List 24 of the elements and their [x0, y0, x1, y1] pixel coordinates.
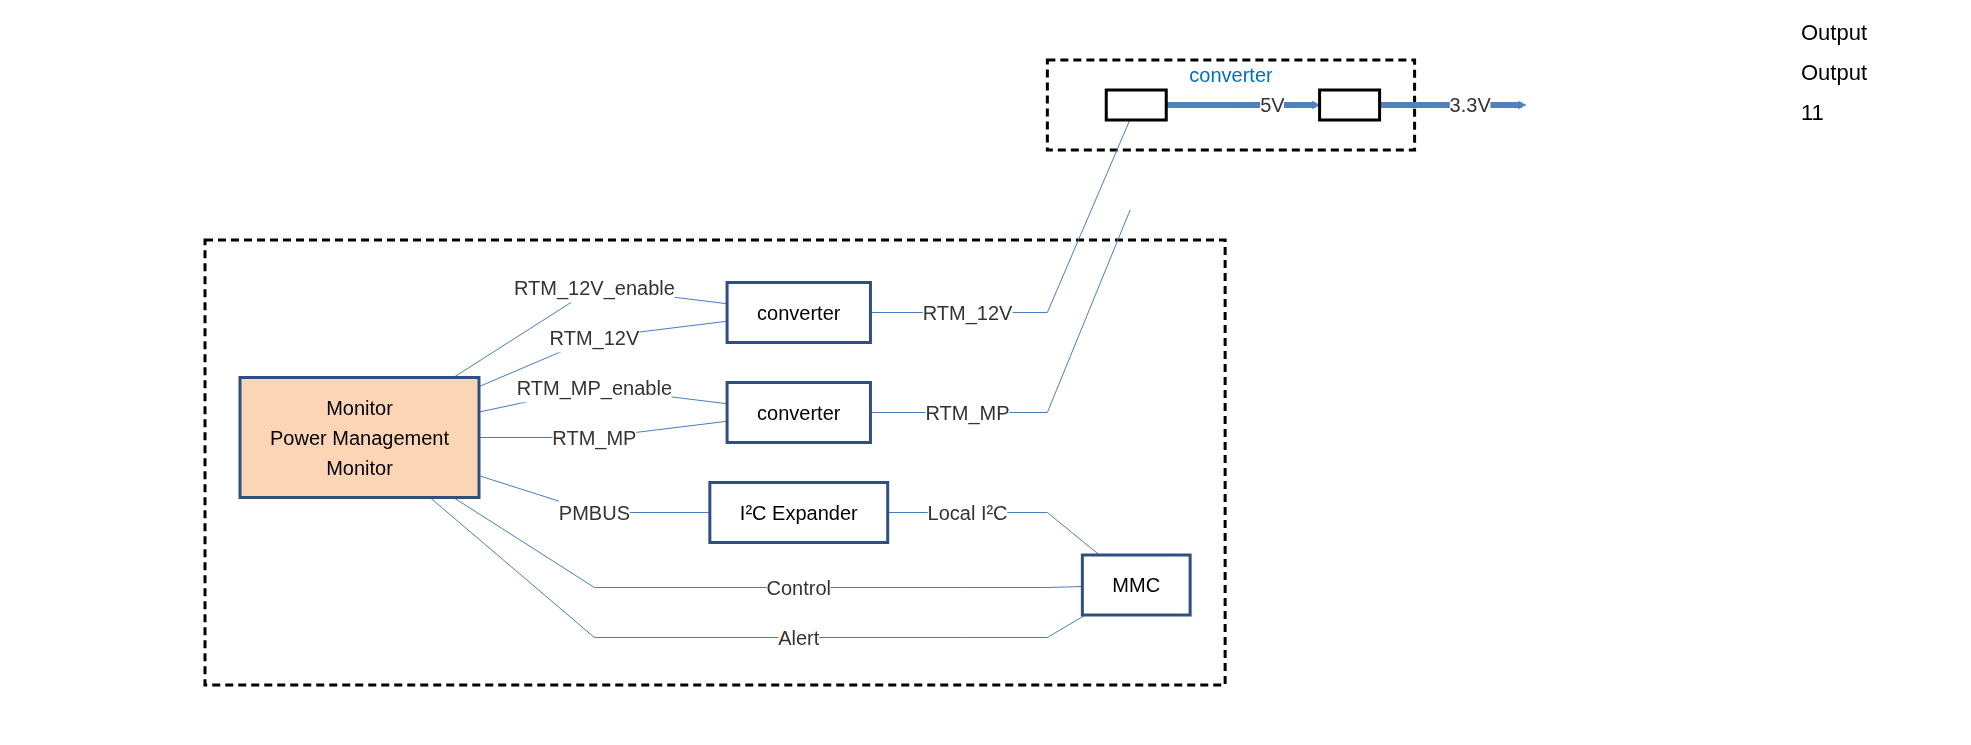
edge-label: RTM_12V: [549, 326, 640, 349]
edge-label: 3.3V: [1449, 94, 1491, 116]
note-label: Output: [1801, 60, 1869, 86]
connector: [870, 209, 1131, 413]
node-box: [1104, 88, 1168, 122]
edge-label: RTM_MP_enable: [516, 376, 673, 399]
edge-label: 5V: [1260, 94, 1285, 116]
edge-label: RTM_12V_enable: [514, 276, 675, 299]
edge-label: PMBUS: [558, 501, 631, 524]
node-box: converter: [725, 381, 873, 444]
cluster: [203, 238, 1227, 687]
edge-label: Local I²C: [927, 501, 1008, 524]
edge-label: RTM_MP: [925, 401, 1010, 424]
node-box: I²C Expander: [708, 481, 890, 544]
node-box: Monitor Power Management Monitor: [238, 376, 481, 499]
note-label: 11: [1801, 100, 1825, 126]
edge-label: Alert: [778, 626, 820, 649]
node-box: converter: [725, 281, 873, 344]
node-box: MMC: [1081, 553, 1192, 617]
node-box: [1318, 88, 1382, 122]
edge-label: RTM_12V: [922, 301, 1013, 324]
edge-label: RTM_MP: [552, 426, 637, 449]
note-label: Output: [1801, 20, 1869, 46]
edge-label: Control: [766, 576, 832, 599]
